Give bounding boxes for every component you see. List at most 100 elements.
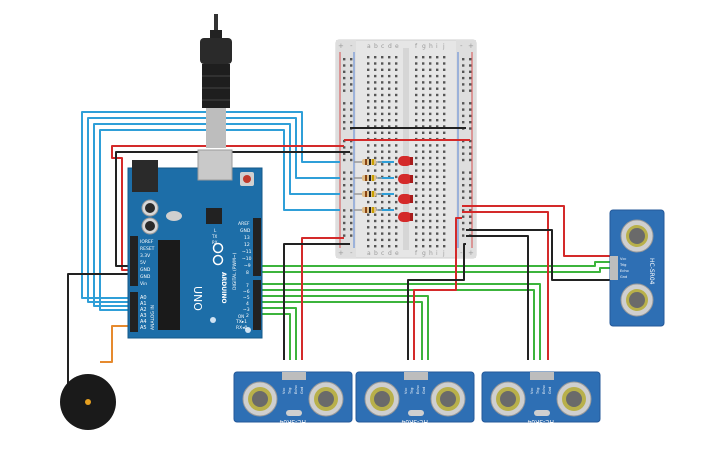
breadboard-hole (388, 81, 391, 84)
brand-label: ARDUINO (220, 272, 227, 303)
breadboard-hole (388, 194, 391, 197)
col-h: h (429, 43, 433, 50)
svg-text:~9: ~9 (244, 263, 251, 269)
rail-hole (350, 177, 353, 181)
rail-hole (343, 70, 346, 73)
breadboard-hole (443, 100, 446, 103)
breadboard-hole (381, 144, 384, 147)
svg-text:~6: ~6 (243, 289, 250, 295)
rail-hole (469, 177, 472, 181)
breadboard-hole (381, 125, 384, 128)
svg-text:Vcc: Vcc (404, 388, 408, 394)
breadboard-hole (395, 56, 398, 59)
svg-text:Trig: Trig (410, 388, 414, 395)
breadboard-hole (388, 56, 391, 59)
breadboard-hole (436, 245, 439, 248)
resistor (354, 191, 382, 197)
breadboard-hole (436, 131, 439, 134)
breadboard-hole (443, 150, 446, 153)
col-b: b (374, 43, 378, 50)
breadboard-hole (367, 87, 370, 90)
rail-hole (350, 102, 353, 105)
breadboard-hole (381, 131, 384, 134)
breadboard-hole (367, 131, 370, 134)
resistors (354, 159, 382, 213)
breadboard-hole (422, 119, 425, 122)
breadboard-hole (443, 238, 446, 242)
breadboard-hole (395, 119, 398, 122)
breadboard-hole (422, 169, 425, 172)
breadboard-hole (443, 81, 446, 84)
breadboard-hole (436, 100, 439, 103)
breadboard-hole (443, 62, 446, 65)
breadboard-hole (436, 144, 439, 147)
svg-text:Trig: Trig (288, 388, 292, 395)
rail-hole (350, 89, 353, 92)
svg-text:Vcc: Vcc (620, 257, 626, 261)
breadboard-hole (429, 87, 432, 90)
breadboard-hole (415, 232, 418, 235)
svg-text:A4: A4 (140, 319, 147, 325)
rail-hole (343, 102, 346, 105)
wire-red-s4 (301, 237, 344, 360)
rail-hole (343, 184, 346, 187)
breadboard-hole (388, 200, 391, 204)
svg-text:Gnd: Gnd (620, 275, 627, 279)
rail-hole (350, 171, 353, 174)
rail-hole (469, 184, 472, 187)
breadboard-hole (381, 169, 384, 172)
wire-green-4 (258, 289, 535, 360)
breadboard-hole (422, 207, 425, 210)
rail-hole (462, 83, 465, 86)
breadboard-hole (388, 188, 391, 191)
breadboard-hole (443, 245, 446, 248)
breadboard-hole (436, 87, 439, 90)
breadboard-hole (395, 200, 398, 204)
breadboard-hole (436, 213, 439, 216)
rail-hole (350, 108, 353, 111)
rail-hole (462, 221, 465, 225)
breadboard-hole (443, 74, 446, 78)
rail-hole (343, 89, 346, 92)
svg-text:Vin: Vin (140, 281, 147, 287)
rail-hole (343, 76, 346, 80)
breadboard-hole (443, 213, 446, 216)
breadboard-hole (429, 74, 432, 78)
rail-hole (462, 190, 465, 193)
wire-blue-2 (87, 117, 340, 303)
wire-green-3 (258, 283, 541, 360)
breadboard-hole (415, 213, 418, 216)
svg-text:RX: RX (212, 240, 218, 245)
breadboard-hole (436, 68, 439, 71)
ultrasonic-sensor-bottom-3: Vcc Trig Echo Gnd HC-SR04 (481, 371, 601, 425)
breadboard-hole (422, 112, 425, 116)
breadboard-hole (388, 156, 391, 160)
breadboard-hole (374, 131, 377, 134)
breadboard-hole (443, 112, 446, 116)
wire-black-s4 (283, 243, 350, 360)
breadboard-hole (374, 226, 377, 229)
rail-hole (462, 209, 465, 212)
breadboard-hole (388, 62, 391, 65)
breadboard-hole (443, 232, 446, 235)
breadboard-hole (422, 238, 425, 242)
rail-hole (343, 114, 346, 118)
breadboard-hole (422, 175, 425, 179)
power-header (130, 236, 138, 286)
rail-hole (469, 196, 472, 199)
rail-hole (469, 64, 472, 67)
svg-text:Gnd: Gnd (422, 387, 426, 394)
svg-text:RESET: RESET (140, 246, 155, 252)
breadboard-hole (367, 238, 370, 242)
breadboard-hole (415, 200, 418, 204)
svg-text:i: i (436, 250, 438, 257)
usb-port (197, 149, 233, 181)
svg-text:+: + (468, 249, 474, 257)
svg-text:Echo: Echo (620, 269, 629, 273)
breadboard-hole (436, 200, 439, 204)
breadboard-hole (374, 245, 377, 248)
rail-hole (469, 152, 472, 155)
breadboard-hole (415, 81, 418, 84)
breadboard-hole (429, 226, 432, 229)
svg-text:Echo: Echo (294, 385, 298, 394)
